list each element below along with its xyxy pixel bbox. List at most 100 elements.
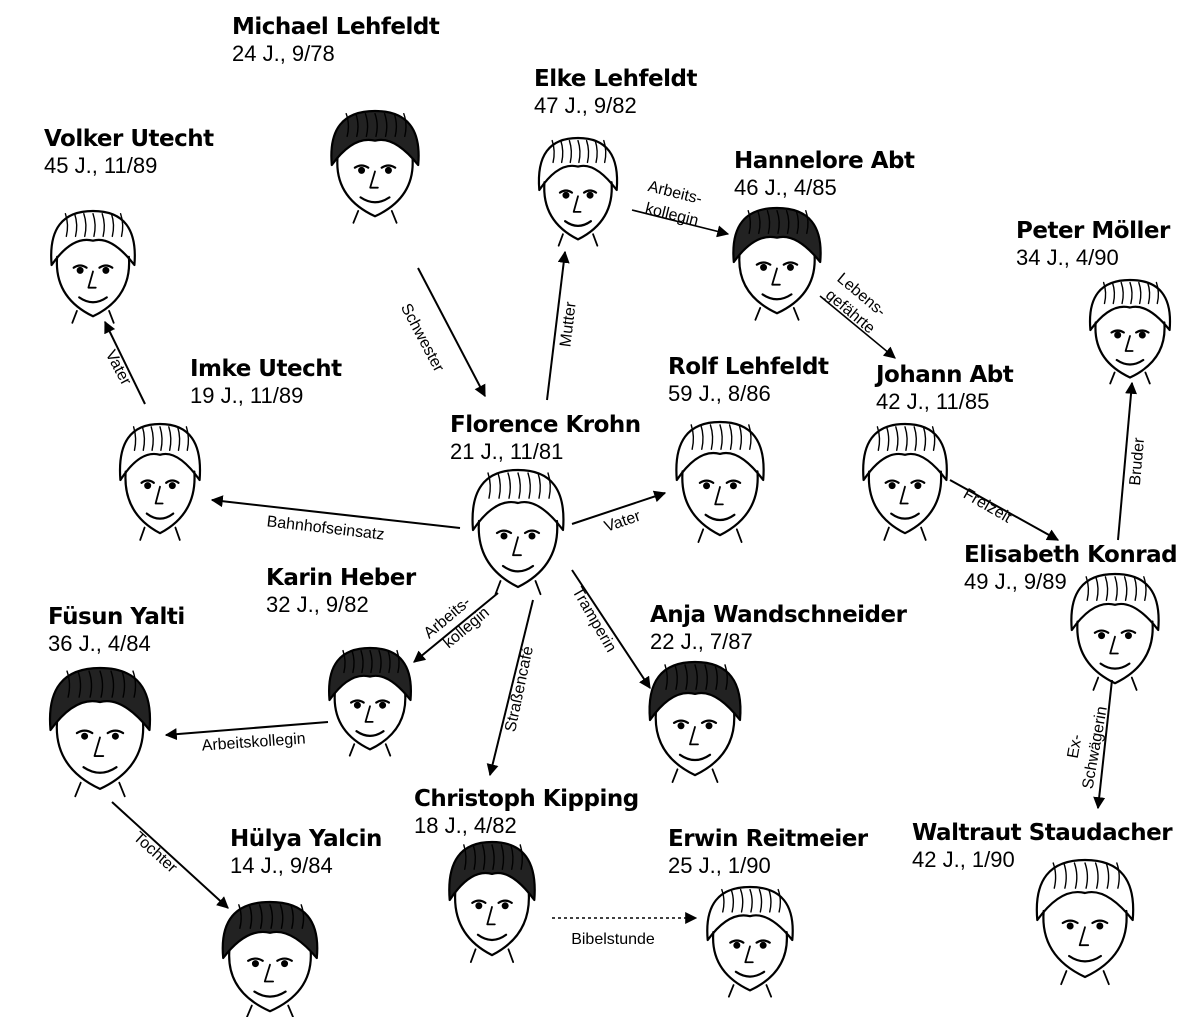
pupil-right — [1096, 922, 1104, 930]
face-outline — [654, 710, 736, 777]
relation-label-line: Ex- — [1065, 733, 1086, 760]
neck — [754, 307, 800, 321]
pupil-right — [528, 532, 536, 540]
pupil-left — [475, 902, 483, 910]
hair-strand — [83, 213, 87, 238]
nose — [263, 963, 275, 983]
mouth — [355, 730, 385, 737]
pupil-right — [102, 266, 110, 274]
relation-fusun-hulya: Tochter — [111, 801, 229, 909]
hair-strand — [185, 426, 190, 452]
nose — [93, 736, 105, 757]
hair-strand — [66, 670, 71, 698]
mouth — [78, 296, 108, 304]
relation-elke-hannelore: Arbeits- kollegin — [631, 178, 730, 238]
person-info: 32 J., 9/82 — [266, 592, 369, 617]
hair-strand — [99, 670, 104, 698]
hair-strand — [507, 472, 511, 499]
person-fuesun-yalti: Füsun Yalti 36 J., 4/84 — [48, 604, 185, 657]
hair-strand — [922, 426, 927, 452]
relation-label: Tochter — [130, 829, 181, 877]
mouth — [145, 512, 175, 520]
hair-strand — [517, 472, 521, 499]
hair-strand — [159, 426, 163, 452]
hair-strand — [885, 426, 890, 452]
hair-strand — [121, 670, 126, 698]
face-outline — [543, 181, 613, 241]
mouth — [476, 933, 508, 942]
portrait-fusun-icon — [48, 666, 152, 798]
hair-strand — [1104, 576, 1109, 602]
pupil-left — [500, 532, 508, 540]
neck — [671, 768, 719, 783]
hair-strand — [728, 424, 733, 450]
hair-strand — [1143, 576, 1147, 602]
hair-strand — [342, 649, 346, 674]
hair-strand — [369, 649, 373, 674]
hair-strand — [749, 888, 753, 913]
hair-strand — [491, 844, 495, 870]
person-info: 42 J., 1/90 — [912, 847, 1015, 872]
hair-strand — [1116, 862, 1120, 889]
nose — [744, 945, 754, 964]
eye-left — [1110, 329, 1125, 334]
eye-right — [380, 164, 397, 169]
person-name: Volker Utecht — [44, 126, 214, 152]
eye-left — [884, 479, 900, 484]
mouth — [704, 513, 736, 522]
person-anja-wandschneider: Anja Wandschneider 22 J., 7/87 — [650, 602, 907, 655]
face-outline — [228, 948, 312, 1013]
hair-strand — [110, 213, 115, 238]
hair — [1035, 858, 1135, 922]
hair-strand — [132, 426, 137, 452]
person-name: Waltraut Staudacher — [912, 820, 1173, 846]
relation-label: Ex- Schwägerin — [1060, 702, 1111, 791]
relation-label: Bruder — [1127, 436, 1148, 486]
hair-strand — [674, 664, 678, 690]
person-info: 22 J., 7/87 — [650, 629, 753, 654]
hair-strand — [378, 649, 382, 674]
eye-right — [497, 899, 513, 904]
pupil-right — [705, 722, 713, 730]
pupil-right — [729, 482, 737, 490]
person-elisabeth-konrad: Elisabeth Konrad 49 J., 9/89 — [964, 542, 1178, 595]
hair-strand — [110, 670, 115, 698]
neck — [71, 310, 115, 324]
neck — [469, 948, 515, 963]
hair-strand — [747, 210, 752, 235]
face-outline — [1094, 321, 1166, 379]
person-hannelore-abt: Hannelore Abt 46 J., 4/85 — [734, 148, 915, 201]
face-outline — [55, 255, 131, 318]
neck — [494, 580, 542, 596]
eye-left — [140, 479, 155, 484]
eye-right — [276, 957, 293, 962]
mouth — [253, 990, 287, 998]
hair-strand — [738, 424, 743, 450]
nose — [1109, 635, 1119, 655]
pupil-right — [111, 732, 119, 740]
neck — [352, 210, 398, 224]
hair-strand — [1084, 862, 1089, 889]
face-outline — [333, 691, 407, 751]
mouth — [82, 766, 118, 774]
person-karin-heber: Karin Heber 32 J., 9/82 — [266, 565, 416, 618]
person-info: 49 J., 9/89 — [964, 569, 1067, 594]
face-outline — [454, 890, 530, 957]
person-info: 24 J., 9/78 — [232, 41, 335, 66]
hair-strand — [141, 426, 146, 452]
person-huelya-yalcin: Hülya Yalcin 14 J., 9/84 — [230, 826, 382, 879]
hair-strand — [1123, 576, 1128, 602]
hair-strand — [766, 210, 771, 235]
neck — [1092, 676, 1138, 691]
neck — [557, 233, 599, 247]
hair-strand — [714, 664, 718, 690]
hair-strand — [1146, 281, 1151, 305]
hair-strand — [730, 888, 735, 913]
person-info: 25 J., 1/90 — [668, 853, 771, 878]
hair-strand — [374, 113, 378, 138]
mouth — [564, 220, 592, 227]
hair-strand — [351, 649, 355, 674]
pupil-left — [562, 191, 570, 199]
hair-strand — [1102, 281, 1107, 305]
hair-strand — [577, 139, 581, 164]
